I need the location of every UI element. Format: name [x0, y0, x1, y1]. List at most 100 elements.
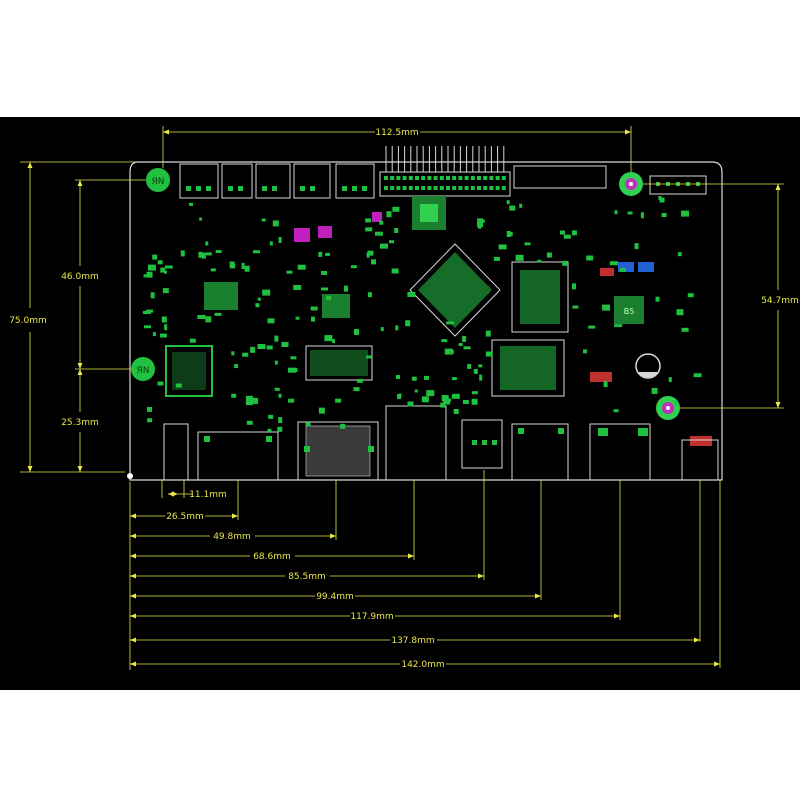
- smd-component: [397, 394, 402, 400]
- smd-component: [161, 316, 167, 323]
- smd-component: [288, 398, 295, 403]
- smd-component: [444, 348, 453, 355]
- arrowhead: [130, 661, 136, 667]
- smd-component: [563, 234, 571, 239]
- smd-component: [274, 360, 278, 365]
- smd-component: [546, 252, 552, 258]
- arrowhead: [614, 613, 620, 619]
- arrowhead: [130, 573, 136, 579]
- smd-component: [255, 303, 260, 308]
- smd-component: [588, 325, 596, 329]
- gpio-pin: [477, 176, 481, 180]
- gpio-pin: [402, 176, 407, 180]
- smd-component: [231, 351, 235, 356]
- gpio-pin: [501, 176, 506, 180]
- gpio-pin: [483, 176, 488, 180]
- gpio-pin: [439, 186, 444, 190]
- smd-component: [335, 398, 342, 403]
- smd-component: [199, 217, 203, 221]
- gpio-pin: [495, 176, 500, 180]
- mount-hole-top-right: [619, 172, 643, 196]
- smd-component: [353, 387, 360, 392]
- smd-component: [446, 321, 455, 325]
- dim-bottom-6: 117.9mm: [350, 612, 393, 622]
- dimension-lines: [20, 126, 784, 670]
- gpio-pin: [464, 176, 469, 180]
- smd-component: [440, 402, 446, 408]
- arrowhead: [232, 513, 238, 519]
- smd-component: [498, 244, 507, 250]
- smd-component: [366, 355, 372, 359]
- dim-left-lower: 25.3mm: [61, 418, 99, 428]
- smd-component: [318, 251, 323, 257]
- smd-component: [509, 232, 513, 236]
- gpio-pin: [477, 186, 481, 190]
- smd-component: [289, 368, 298, 372]
- smd-component: [150, 292, 155, 299]
- smd-component: [214, 312, 222, 316]
- smd-component: [189, 338, 196, 343]
- smd-component: [391, 268, 399, 274]
- smd-component: [146, 309, 154, 313]
- smd-component: [614, 210, 618, 215]
- smd-component: [234, 364, 239, 369]
- smd-component: [152, 254, 158, 260]
- smd-component: [449, 349, 454, 354]
- smd-component: [164, 270, 167, 274]
- smd-component: [311, 316, 315, 322]
- svg-text:ЯN: ЯN: [152, 177, 165, 187]
- svg-text:B5: B5: [624, 307, 635, 316]
- smd-component: [257, 297, 261, 301]
- smd-component: [210, 268, 216, 272]
- smd-component: [365, 218, 372, 223]
- soc-chip: [409, 243, 501, 337]
- smd-component: [524, 242, 531, 246]
- arrowhead: [130, 533, 136, 539]
- dim-left-upper: 46.0mm: [61, 272, 99, 282]
- ram-chip-2: [491, 339, 565, 397]
- smd-component: [458, 343, 463, 347]
- smd-component: [374, 231, 383, 236]
- gpio-pin: [415, 186, 419, 190]
- smd-component: [201, 252, 206, 259]
- smd-component: [485, 330, 491, 337]
- smd-component: [471, 391, 478, 395]
- smd-component: [278, 417, 283, 424]
- mount-hole-bottom-right: [656, 396, 680, 420]
- smd-component: [332, 339, 335, 344]
- smd-component: [405, 320, 411, 327]
- smd-component: [293, 285, 302, 290]
- smd-component: [668, 377, 672, 383]
- smd-component: [602, 304, 611, 311]
- smd-component: [478, 224, 482, 229]
- smd-component: [443, 399, 450, 405]
- gpio-pin: [384, 176, 388, 180]
- smd-component: [614, 324, 623, 328]
- smd-component: [354, 329, 359, 335]
- arrowhead: [77, 180, 83, 186]
- smd-component: [143, 274, 148, 278]
- smd-component: [205, 316, 212, 323]
- smd-component: [147, 264, 156, 271]
- smd-component: [257, 344, 266, 349]
- smd-component: [619, 267, 626, 272]
- smd-component: [269, 241, 273, 246]
- smd-component: [274, 387, 280, 391]
- gpio-pin: [396, 176, 401, 180]
- smd-component: [467, 363, 472, 369]
- smd-component: [278, 237, 282, 243]
- arrowhead: [330, 533, 336, 539]
- gpio-pin: [489, 186, 494, 190]
- smd-component: [394, 228, 399, 233]
- gpio-pin: [501, 186, 506, 190]
- smd-component: [471, 398, 478, 405]
- dim-usb-width: 11.1mm: [189, 490, 227, 500]
- green-chip-1: [412, 196, 446, 230]
- smd-component: [441, 339, 448, 343]
- smd-component: [159, 333, 167, 338]
- svg-text:ЯN: ЯN: [137, 366, 150, 376]
- smd-component: [676, 309, 684, 316]
- smd-component: [356, 378, 363, 383]
- smd-component: [261, 218, 266, 222]
- smd-component: [603, 381, 608, 388]
